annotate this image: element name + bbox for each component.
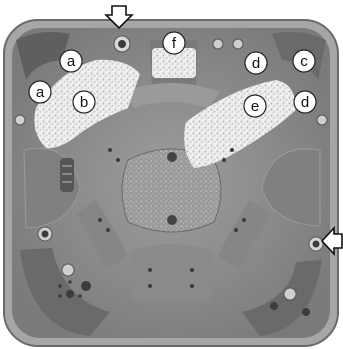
label-a-upper: a (60, 50, 82, 72)
label-d-upper: d (245, 52, 267, 74)
seat-bottom-center (130, 244, 214, 302)
jet-strip-left (60, 158, 74, 192)
svg-text:d: d (301, 94, 309, 111)
svg-text:c: c (300, 53, 308, 70)
drain-top (167, 152, 177, 162)
label-f: f (163, 32, 185, 54)
label-a-left: a (29, 81, 51, 103)
drain-bottom (167, 215, 177, 225)
svg-text:b: b (80, 94, 88, 111)
label-e: e (244, 95, 266, 117)
svg-text:a: a (67, 53, 76, 70)
svg-text:a: a (36, 84, 45, 101)
svg-text:e: e (251, 98, 259, 115)
label-b: b (73, 91, 95, 113)
svg-text:d: d (252, 55, 260, 72)
label-c: c (293, 50, 315, 72)
label-d-right: d (294, 91, 316, 113)
